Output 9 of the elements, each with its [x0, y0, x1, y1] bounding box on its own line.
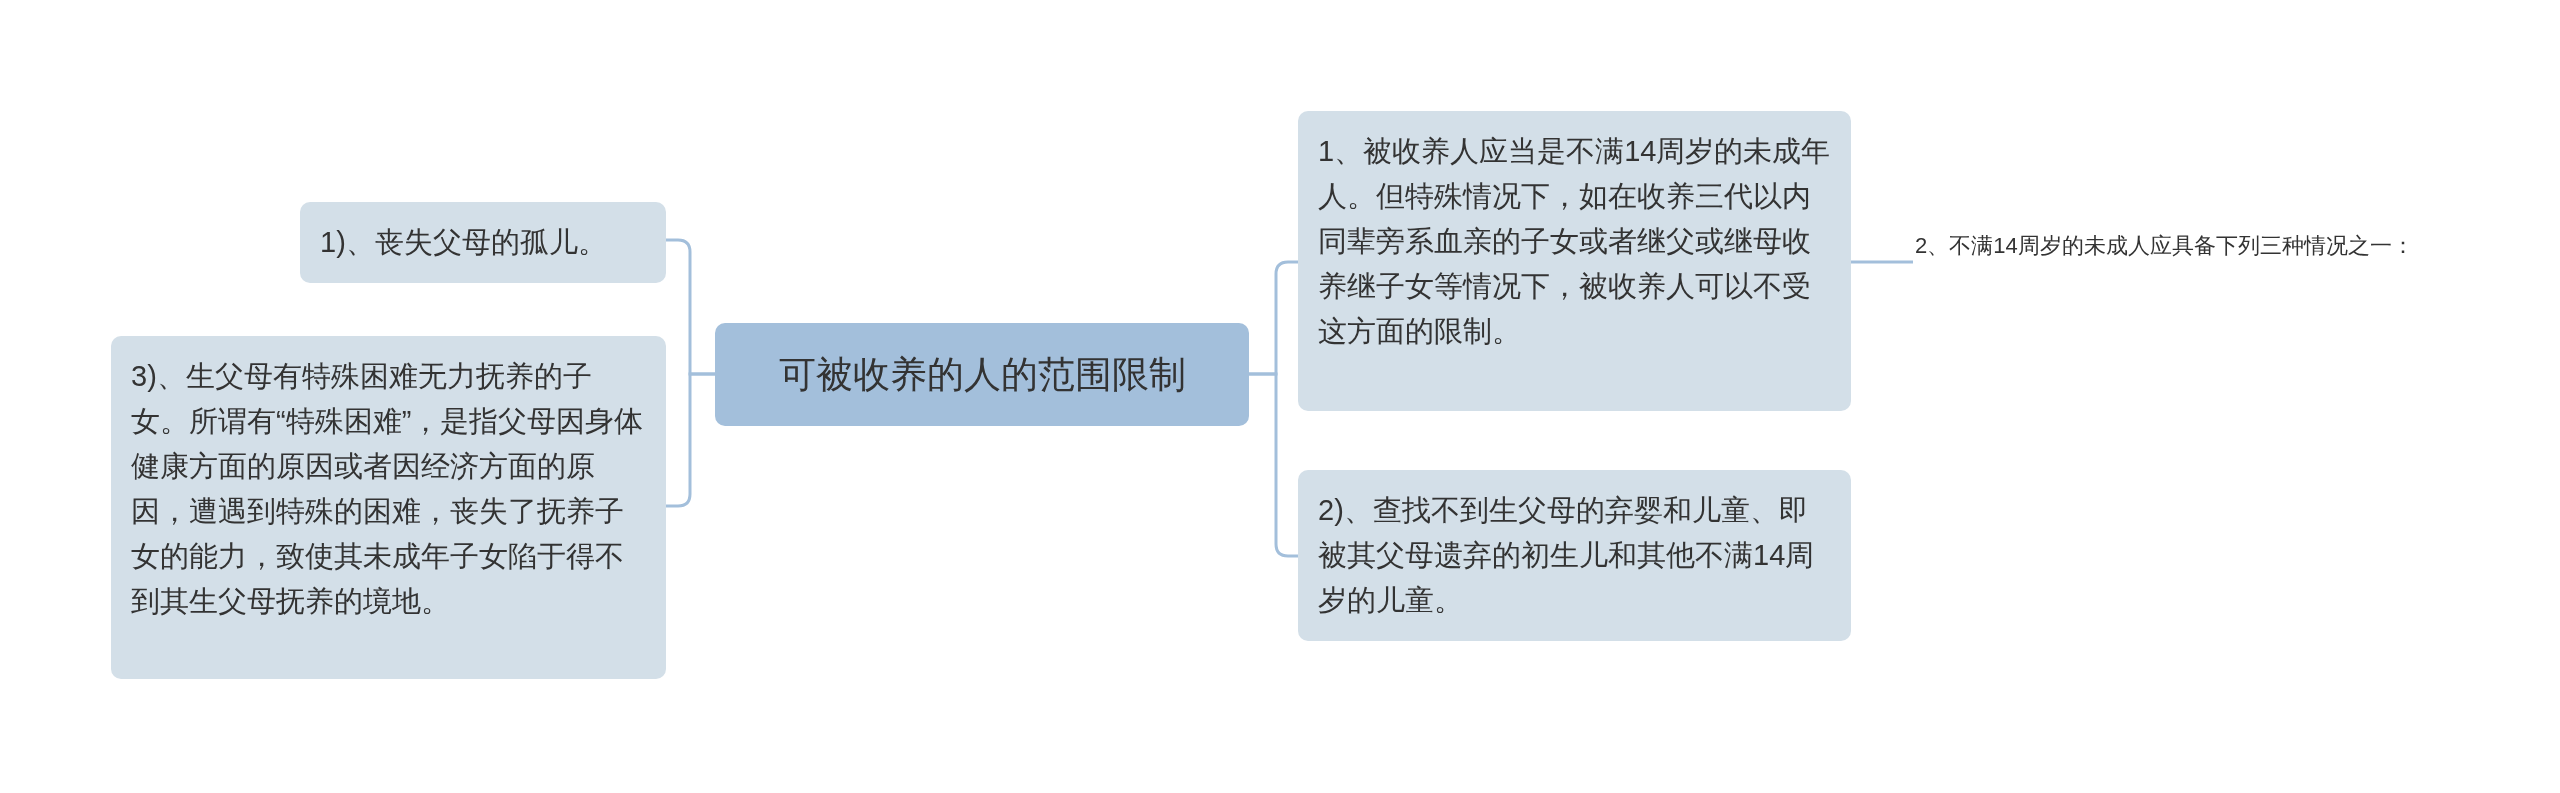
subtopic-box: 1、被收养人应当是不满14周岁的未成年人。但特殊情况下，如在收养三代以内同辈旁系血亲的子女或者继父或继母收养继子女等情况下，被收养人可以不受这方面的限制。 — [1298, 111, 1851, 411]
connector-line — [666, 372, 715, 508]
subtopic-box: 3)、生父母有特殊困难无力抚养的子女。所谓有“特殊困难”，是指父母因身体健康方面的原因或者因经济方面的原因，遭遇到特殊的困难，丧失了抚养子女的能力，致使其未成年子女陷于得不到其生父母抚养的境地。 — [111, 336, 666, 679]
subtopic-box: 2)、查找不到生父母的弃婴和儿童、即被其父母遗弃的初生儿和其他不满14周岁的儿童。 — [1298, 470, 1851, 641]
topic-box: 可被收养的人的范围限制 — [715, 323, 1249, 426]
topic-text: 2、不满14周岁的未成人应具备下列三种情况之一： — [1913, 226, 2453, 296]
connector-line — [1851, 260, 1913, 264]
connector-line — [1249, 372, 1298, 558]
subtopic-box: 1)、丧失父母的孤儿。 — [300, 202, 666, 283]
